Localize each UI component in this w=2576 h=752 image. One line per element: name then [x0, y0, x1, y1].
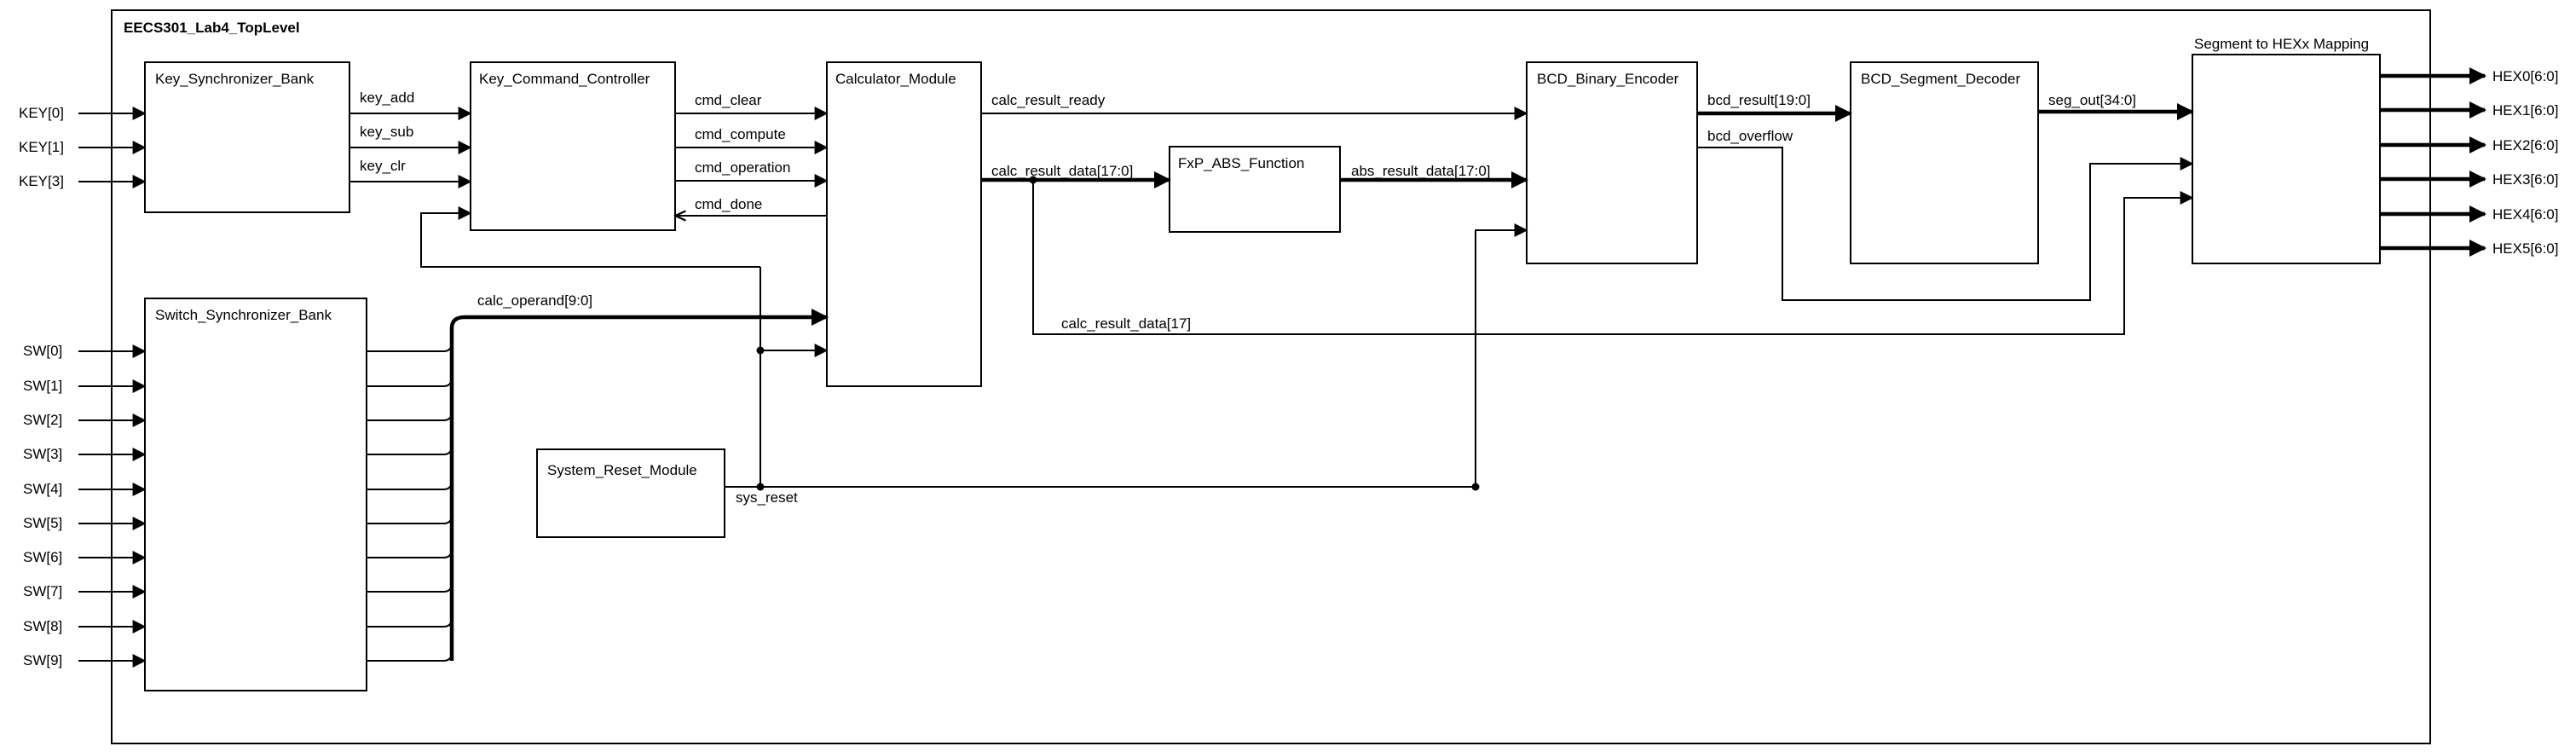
key-command-controller-label: Key_Command_Controller [479, 71, 650, 87]
cmd-clear-label: cmd_clear [695, 92, 762, 108]
segment-to-hex-mapping-block [2192, 54, 2381, 264]
calc-result-ready-label: calc_result_ready [991, 92, 1106, 108]
key-command-controller-block [470, 61, 676, 231]
key-input-label: KEY[3] [19, 173, 64, 189]
hex-output-label: HEX1[6:0] [2492, 102, 2559, 119]
sw-input-label: SW[1] [23, 378, 62, 394]
sw-bit-wire [367, 548, 453, 558]
fxp-abs-function-label: FxP_ABS_Function [1178, 155, 1304, 171]
bcd-overflow-label: bcd_overflow [1707, 128, 1793, 144]
bcd-binary-encoder-block [1526, 61, 1698, 264]
sw-bit-wire [367, 411, 453, 421]
sw-bit-wire [367, 377, 453, 387]
sw-bit-wire [367, 582, 453, 593]
sw-input-label: SW[6] [23, 549, 62, 565]
system-reset-module-block [536, 448, 725, 538]
diagram-title: EECS301_Lab4_TopLevel [124, 20, 300, 36]
key-add-label: key_add [360, 90, 414, 106]
calc-result-data-17-label: calc_result_data[17] [1061, 315, 1191, 332]
calc-result-data-17-wire [1032, 180, 2194, 335]
bcd-overflow-wire [1697, 147, 2194, 301]
sys-reset-label: sys_reset [736, 489, 798, 506]
key-synchronizer-bank-block [144, 61, 350, 213]
bcd-segment-decoder-block [1850, 61, 2039, 264]
bcd-result-label: bcd_result[19:0] [1707, 92, 1811, 108]
switch-synchronizer-bank-block [144, 298, 367, 691]
sw-bit-wire [367, 342, 453, 352]
bcd-segment-decoder-label: BCD_Segment_Decoder [1861, 71, 2020, 87]
sys-reset-junction [756, 483, 765, 491]
segment-to-hex-mapping-label: Segment to HEXx Mapping [2194, 36, 2369, 52]
switch-synchronizer-bank-label: Switch_Synchronizer_Bank [155, 307, 332, 323]
cmd-operation-label: cmd_operation [695, 159, 790, 176]
sw-input-label: SW[9] [23, 652, 62, 668]
calc-operand-bus [449, 309, 829, 661]
sw-bit-wire [367, 514, 453, 524]
sw-bit-wire [367, 617, 453, 628]
system-reset-module-label: System_Reset_Module [547, 462, 697, 478]
sw-input-label: SW[4] [23, 481, 62, 497]
cmd-compute-label: cmd_compute [695, 126, 786, 142]
calculator-module-block [826, 61, 982, 387]
cmd-done-label: cmd_done [695, 196, 762, 212]
hex-output-label: HEX0[6:0] [2492, 68, 2559, 84]
sw-input-label: SW[7] [23, 583, 62, 599]
fxp-abs-function-block [1169, 146, 1341, 233]
sw-input-label: SW[0] [23, 343, 62, 359]
sw-bit-wire [367, 651, 453, 662]
sys-reset-junction [756, 346, 765, 355]
hex-output-label: HEX5[6:0] [2492, 240, 2559, 257]
sys-reset-junction [1471, 483, 1480, 491]
calculator-module-label: Calculator_Module [835, 71, 956, 87]
top-level-frame [111, 9, 2431, 744]
key-synchronizer-bank-label: Key_Synchronizer_Bank [155, 71, 315, 87]
calc-result-data-label: calc_result_data[17:0] [991, 163, 1133, 179]
sw-input-label: SW[2] [23, 412, 62, 428]
bcd-binary-encoder-label: BCD_Binary_Encoder [1537, 71, 1679, 87]
calc-operand-label: calc_operand[9:0] [477, 292, 592, 309]
hex-output-label: HEX4[6:0] [2492, 206, 2559, 223]
sw-input-label: SW[5] [23, 515, 62, 531]
sys-reset-to-encoder-wire [1475, 223, 1528, 487]
key-input-label: KEY[0] [19, 105, 64, 121]
abs-result-data-label: abs_result_data[17:0] [1351, 163, 1491, 179]
key-sub-label: key_sub [360, 124, 413, 140]
key-input-label: KEY[1] [19, 139, 64, 155]
sw-bit-wire [367, 480, 453, 490]
seg-out-label: seg_out[34:0] [2048, 92, 2136, 108]
key-clr-label: key_clr [360, 158, 406, 174]
hex-output-label: HEX3[6:0] [2492, 171, 2559, 188]
sw-input-label: SW[8] [23, 618, 62, 634]
sw-bit-wire [367, 445, 453, 455]
sw-input-label: SW[3] [23, 446, 62, 462]
hex-output-label: HEX2[6:0] [2492, 137, 2559, 153]
sys-reset-to-key-controller-wire [420, 206, 760, 268]
